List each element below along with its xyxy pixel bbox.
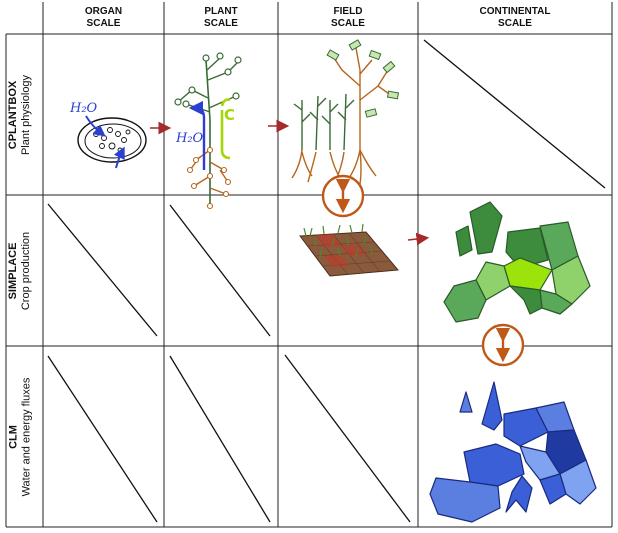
column-header-organ: ORGAN SCALE	[43, 6, 164, 30]
column-header-continental-line2: SCALE	[498, 18, 532, 29]
row-model-cplantbox: CPLANTBOX	[7, 80, 20, 149]
plant-carbon-label: C	[224, 106, 235, 124]
row-model-clm: CLM	[7, 424, 20, 449]
continental-blue-map	[429, 381, 597, 523]
row-desc-clm: Water and energy fluxes	[20, 377, 33, 496]
plant-illustration	[174, 52, 242, 210]
column-header-continental: CONTINENTAL SCALE	[418, 6, 612, 30]
table-grid	[5, 2, 613, 528]
row-header-simplace: SIMPLACE Crop production	[6, 195, 34, 346]
diagonal-clm-organ	[47, 355, 158, 523]
column-header-field: FIELD SCALE	[278, 6, 418, 30]
row-header-cplantbox: CPLANTBOX Plant physiology	[6, 34, 34, 195]
column-header-field-line2: SCALE	[331, 18, 365, 29]
diagonal-simplace-plant	[169, 204, 271, 337]
column-header-plant-line1: PLANT	[204, 6, 238, 17]
empty-cell-diagonals	[47, 39, 606, 523]
arrow-field-to-continental	[407, 232, 430, 246]
row-desc-cplantbox: Plant physiology	[20, 74, 33, 155]
column-header-plant: PLANT SCALE	[164, 6, 278, 30]
column-header-plant-line2: SCALE	[204, 18, 238, 29]
field-crop-illustration	[291, 39, 400, 185]
model-coupling-arrows	[150, 119, 430, 246]
column-header-organ-line1: ORGAN	[84, 6, 123, 17]
continental-green-map	[443, 201, 591, 323]
diagonal-clm-field	[284, 354, 411, 523]
diagonal-simplace-organ	[47, 203, 158, 337]
row-desc-simplace: Crop production	[20, 231, 32, 310]
diagonal-clm-plant	[169, 355, 271, 523]
column-header-continental-line1: CONTINENTAL	[479, 6, 551, 17]
organ-cross-section-illustration	[77, 115, 147, 169]
organ-water-label: H₂O	[69, 101, 98, 116]
column-header-organ-line2: SCALE	[86, 18, 121, 29]
diagonal-cplantbox-continental	[423, 39, 606, 189]
column-header-field-line1: FIELD	[333, 6, 363, 17]
coupling-symbol-simplace-clm	[481, 323, 525, 367]
coupling-symbol-cplantbox-simplace	[321, 174, 365, 218]
row-model-simplace: SIMPLACE	[7, 242, 19, 299]
row-header-clm: CLM Water and energy fluxes	[6, 346, 34, 527]
plant-water-label: H₂O	[175, 131, 204, 146]
field-soil-plot-illustration	[299, 223, 400, 277]
